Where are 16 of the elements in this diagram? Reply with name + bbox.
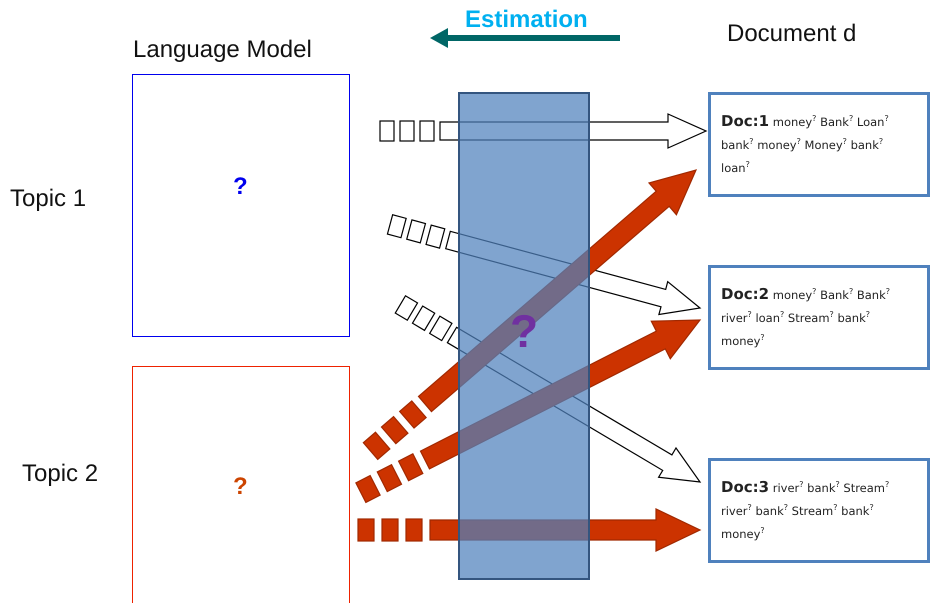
document-card: [708, 92, 930, 197]
document-text: Doc:1 money$^{?}$ Bank$^{?}$ Loan$^{?}$ bank$^{?}$ money$^{?}$ Money$^{?}$ bank$^{?}$ loan$^{?}$: [720, 110, 890, 176]
question-mark: ?: [233, 173, 248, 201]
document-text: Doc:3 river$^{?}$ bank$^{?}$ Stream$^{?}$ river$^{?}$ bank$^{?}$ Stream$^{?}$ bank$^{?}$ money$^{?}$: [720, 476, 890, 542]
document-card: [708, 265, 930, 370]
document-card: [708, 458, 930, 563]
model-box: [132, 366, 350, 603]
column-heading: Document d: [727, 20, 856, 48]
estimation-bar: [458, 92, 590, 580]
row-label: Topic 2: [22, 460, 98, 488]
process-label: Estimation: [465, 6, 588, 34]
document-text: Doc:2 money$^{?}$ Bank$^{?}$ Bank$^{?}$ river$^{?}$ loan$^{?}$ Stream$^{?}$ bank$^{?}$ money$^{?}$: [720, 284, 892, 350]
question-mark: ?: [233, 473, 248, 501]
row-label: Topic 1: [10, 185, 86, 213]
model-box: [132, 74, 350, 337]
column-heading: Language Model: [133, 36, 312, 64]
